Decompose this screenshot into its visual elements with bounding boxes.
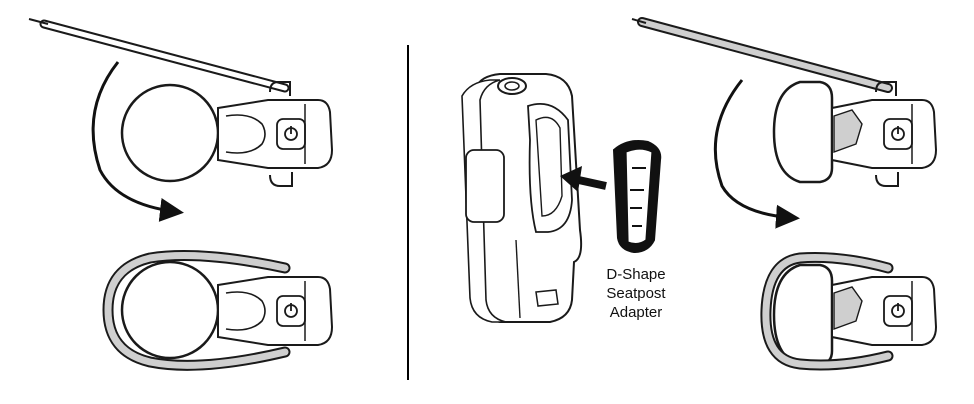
power-icon bbox=[891, 126, 905, 141]
light-mount-body bbox=[217, 81, 334, 187]
power-icon bbox=[284, 303, 298, 318]
rotation-arrow-icon bbox=[713, 79, 800, 229]
rubber-strap-extended bbox=[631, 17, 893, 93]
d-shape-seatpost bbox=[772, 80, 834, 184]
adapter-label-line2: Seatpost bbox=[606, 285, 666, 302]
d-shape-seatpost bbox=[772, 263, 834, 367]
rubber-strap-extended bbox=[28, 18, 290, 93]
power-icon bbox=[284, 126, 298, 141]
tail-light-rear-view bbox=[461, 73, 583, 323]
light-mount-body bbox=[831, 81, 938, 187]
rotation-arrow-icon bbox=[91, 61, 184, 222]
power-icon bbox=[891, 303, 905, 318]
light-mount-body bbox=[217, 276, 334, 346]
d-shape-adapter bbox=[612, 140, 662, 254]
light-mount-body bbox=[831, 276, 938, 346]
round-seatpost bbox=[120, 83, 220, 183]
round-seatpost bbox=[120, 260, 220, 360]
adapter-label-line1: D-Shape bbox=[606, 266, 666, 283]
round-post-strap-open-step bbox=[28, 18, 334, 222]
round-post-strap-wrapped-step bbox=[102, 250, 334, 371]
d-post-strap-open-step bbox=[631, 17, 938, 229]
insert-arrow-icon bbox=[560, 166, 607, 192]
d-post-strap-wrapped-step bbox=[760, 251, 938, 371]
adapter-label-line3: Adapter bbox=[609, 304, 663, 321]
